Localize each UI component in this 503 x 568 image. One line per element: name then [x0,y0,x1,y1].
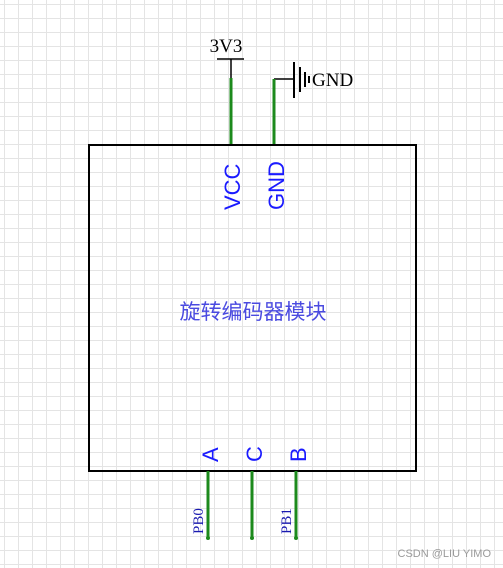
net-label-pb0: PB0 [191,508,207,534]
net-label-pb1: PB1 [279,508,295,534]
pin-label-gnd: GND [264,161,289,210]
module-label: 旋转编码器模块 [180,301,327,324]
pin-b-end-dot [294,536,298,540]
watermark: CSDN @LIU YIMO [397,548,491,560]
pin-label-vcc: VCC [220,163,245,210]
pin-label-c: C [242,446,267,462]
supply-label: 3V3 [210,36,243,57]
pin-label-b: B [286,447,311,462]
pin-a-end-dot [206,536,210,540]
pin-c-end-dot [250,536,254,540]
ground-label: GND [312,70,353,91]
pin-label-a: A [198,447,223,462]
